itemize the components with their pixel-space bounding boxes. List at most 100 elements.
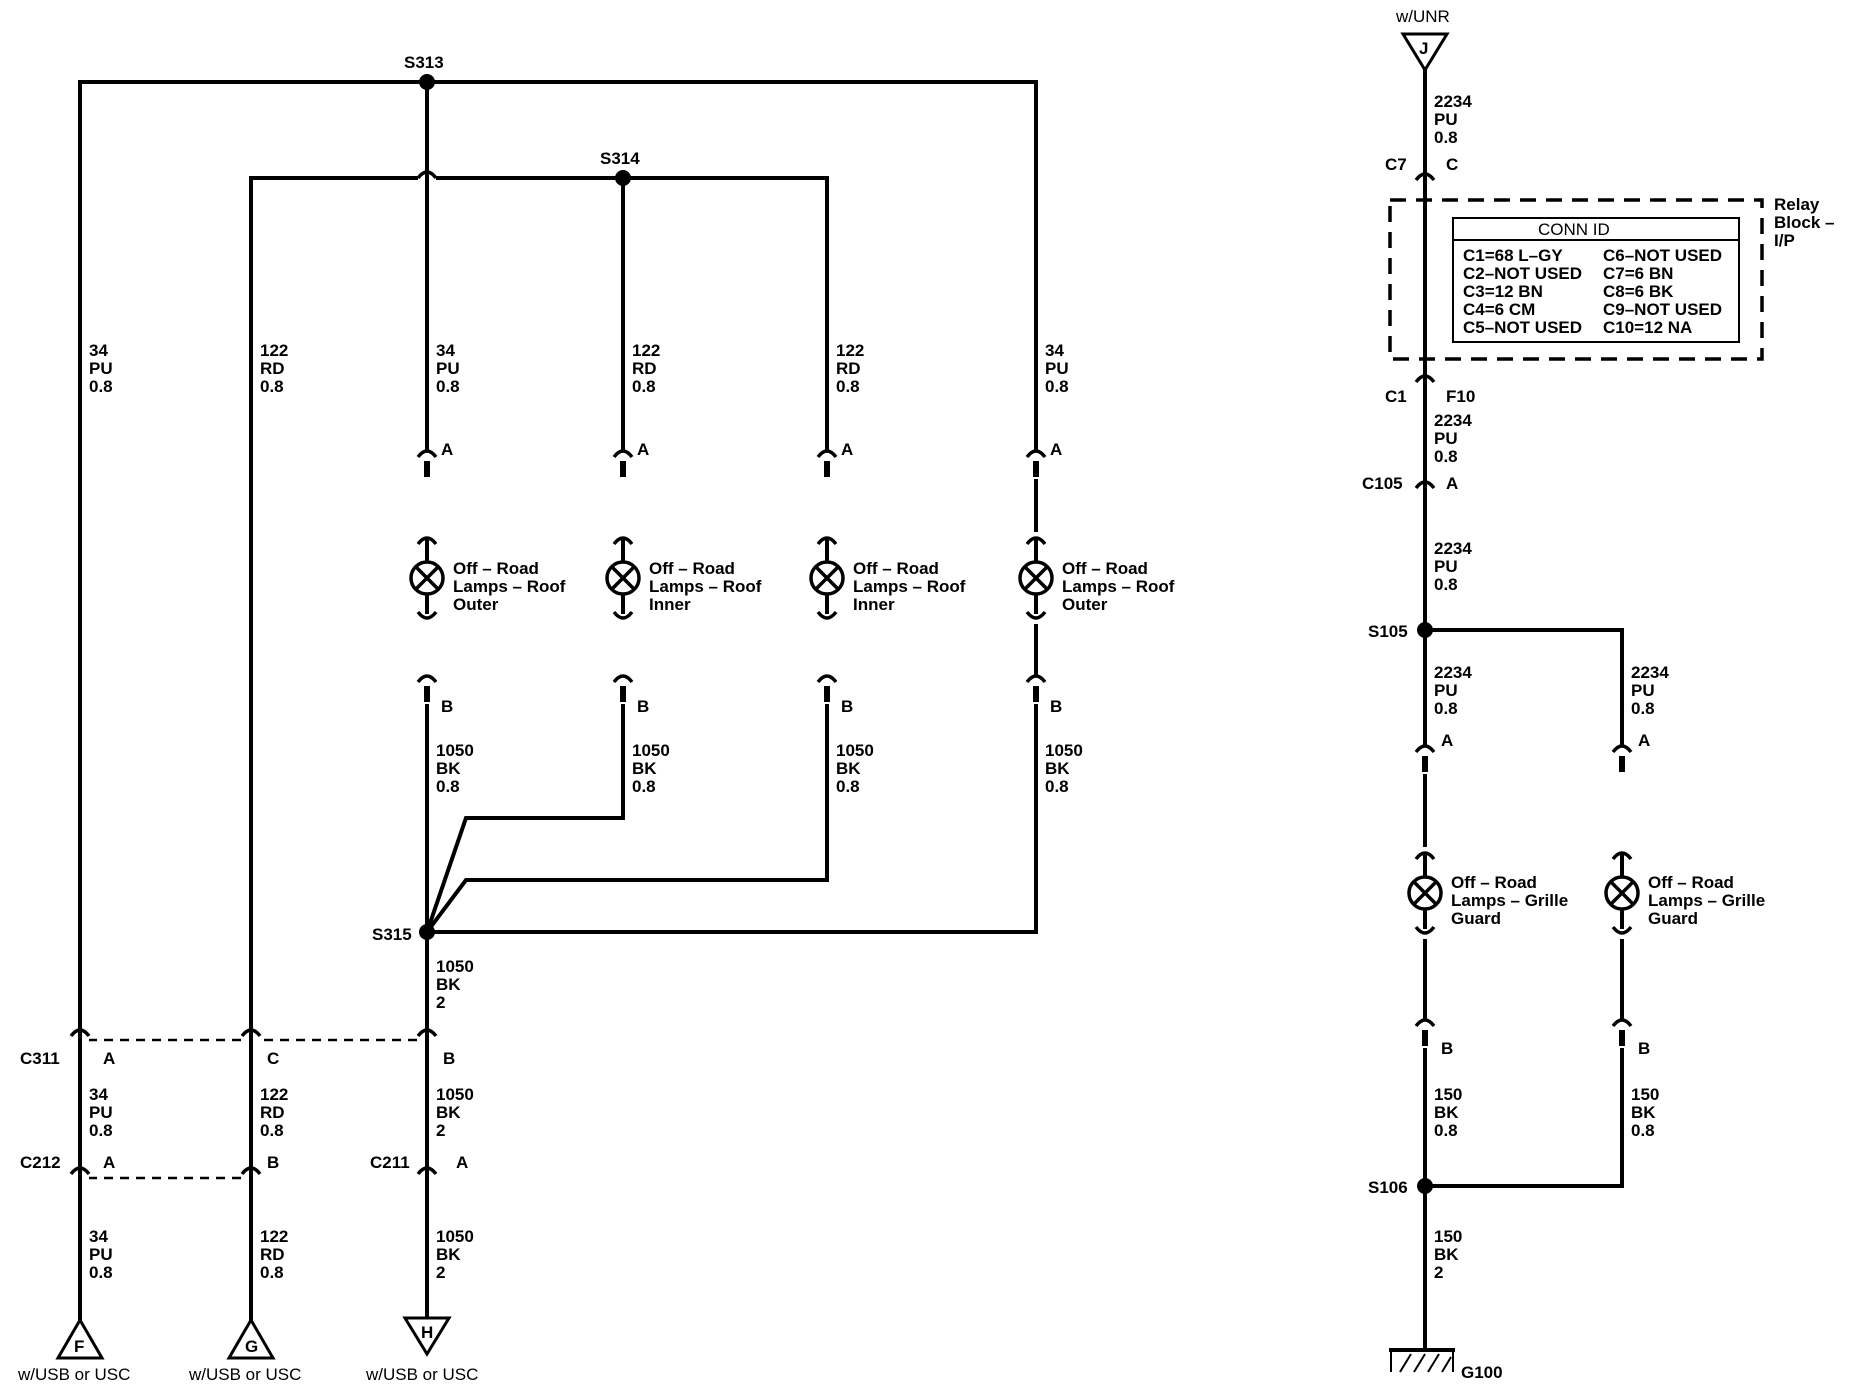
pin-a-roof-outer-right: A — [1050, 440, 1062, 459]
lamp-label-roof-inner-left-line: Off – Road — [649, 559, 735, 578]
relay-block-label-line: Relay — [1774, 195, 1820, 214]
connector-a-roof-outer-right — [1025, 449, 1047, 479]
wire-label-h-mid-line: 1050 — [436, 1085, 474, 1104]
wire-label-s315-line: 2 — [436, 993, 445, 1012]
offpage-j: J — [1400, 32, 1450, 73]
wire-ground-2 — [424, 698, 625, 935]
ground-label: G100 — [1461, 1363, 1503, 1382]
c212-pin-b-label: B — [267, 1153, 279, 1172]
c212-pin-b — [240, 1166, 262, 1186]
conn-id-right-line: C10=12 NA — [1603, 318, 1692, 337]
wire-label-gnd-grille-left-line: 150 — [1434, 1085, 1462, 1104]
connector-b-roof-outer-right — [1025, 674, 1047, 704]
c311-pin-c — [240, 1028, 262, 1048]
wire-label-gnd-roof-outer-left-line: BK — [436, 759, 461, 778]
wire-label-f-upper-line: PU — [89, 359, 113, 378]
wire-label-h-mid-line: BK — [436, 1103, 461, 1122]
wire-label-gnd-roof-outer-left-line: 0.8 — [436, 777, 460, 796]
c311-pin-b-label: B — [443, 1049, 455, 1068]
conn-id-left-line: C2–NOT USED — [1463, 264, 1582, 283]
c211-pin-a — [416, 1166, 438, 1186]
wire-label-2234-top-line: 2234 — [1434, 92, 1472, 111]
wire-label-gnd-roof-inner-left-line: 0.8 — [632, 777, 656, 796]
connector-label-c212: C212 — [20, 1153, 61, 1172]
wire-label-roof-outer-right-line: 34 — [1045, 341, 1064, 360]
lamp-label-roof-outer-left-line: Lamps – Roof — [453, 577, 566, 596]
connector-label-c211: C211 — [370, 1153, 410, 1172]
connector-b-roof-outer-left — [416, 674, 438, 704]
c7-pin-label: C — [1446, 155, 1458, 174]
conn-id-right-line: C7=6 BN — [1603, 264, 1673, 283]
wire-label-g-upper-line: 122 — [260, 341, 288, 360]
offpage-h-letter: H — [421, 1323, 433, 1342]
pin-b-grille-left: B — [1441, 1039, 1453, 1058]
wire-label-roof-inner-right-line: 122 — [836, 341, 864, 360]
wire-label-grille-left-line: 0.8 — [1434, 699, 1458, 718]
connector-b-roof-inner-right — [816, 674, 838, 704]
lamp-label-roof-outer-right-line: Off – Road — [1062, 559, 1148, 578]
wire-label-grille-right-line: PU — [1631, 681, 1655, 700]
lamp-label-roof-outer-left-line: Off – Road — [453, 559, 539, 578]
wire-label-roof-outer-left-line: 0.8 — [436, 377, 460, 396]
roof-lamp-circuit: S313 S314 S315 — [78, 53, 1038, 1327]
offpage-j-option: w/UNR — [1395, 7, 1450, 26]
splice-s106 — [1417, 1178, 1433, 1194]
wire-label-150-main-line: BK — [1434, 1245, 1459, 1264]
connector-b-grille-right — [1611, 1018, 1633, 1048]
wire-label-150-main-line: 150 — [1434, 1227, 1462, 1246]
wire-label-h-lower-line: BK — [436, 1245, 461, 1264]
pin-b-roof-inner-right: B — [841, 697, 853, 716]
wire-label-s315-line: BK — [436, 975, 461, 994]
relay-block-label-line: Block – — [1774, 213, 1834, 232]
conn-id-right-line: C8=6 BK — [1603, 282, 1674, 301]
lamp-label-roof-outer-left-line: Outer — [453, 595, 499, 614]
relay-block-label-line: I/P — [1774, 231, 1795, 250]
connector-a-roof-outer-left — [416, 449, 438, 479]
connector-a-roof-inner-left — [612, 449, 634, 479]
conn-id-table — [1452, 217, 1740, 343]
conn-id-left-line: C4=6 CM — [1463, 300, 1535, 319]
wire-label-2234-c1-line: 0.8 — [1434, 447, 1458, 466]
offpage-h-option: w/USB or USC — [365, 1365, 478, 1384]
wire-label-roof-inner-left-line: 122 — [632, 341, 660, 360]
wire-label-g-lower-line: 0.8 — [260, 1263, 284, 1282]
wire-label-2234-top-line: 0.8 — [1434, 128, 1458, 147]
wire-label-f-lower-line: 34 — [89, 1227, 108, 1246]
lamp-label-grille-left-line: Guard — [1451, 909, 1501, 928]
wire-label-f-mid-line: PU — [89, 1103, 113, 1122]
wire-label-gnd-grille-right-line: 150 — [1631, 1085, 1659, 1104]
connector-a-grille-left — [1414, 744, 1436, 774]
wire-label-s315-line: 1050 — [436, 957, 474, 976]
wire-label-g-mid-line: 0.8 — [260, 1121, 284, 1140]
wire-label-grille-right-line: 2234 — [1631, 663, 1669, 682]
wire-label-g-mid-line: RD — [260, 1103, 285, 1122]
wire-label-roof-outer-right-line: 0.8 — [1045, 377, 1069, 396]
pin-a-roof-inner-right: A — [841, 440, 853, 459]
wire-label-gnd-roof-outer-left-line: 1050 — [436, 741, 474, 760]
pin-b-roof-outer-left: B — [441, 697, 453, 716]
wire-label-f-lower-line: PU — [89, 1245, 113, 1264]
wire-label-g-lower-line: 122 — [260, 1227, 288, 1246]
splice-label-s315: S315 — [372, 925, 412, 944]
lamp-roof-outer-right — [1018, 532, 1054, 624]
lamp-label-grille-left-line: Lamps – Grille — [1451, 891, 1568, 910]
wire-label-gnd-roof-inner-right-line: BK — [836, 759, 861, 778]
wire-label-2234-c105-line: 2234 — [1434, 539, 1472, 558]
wire-label-gnd-roof-outer-right-line: 1050 — [1045, 741, 1083, 760]
wire-label-grille-left-line: PU — [1434, 681, 1458, 700]
splice-label-s106: S106 — [1368, 1178, 1408, 1197]
conn-id-right-line: C9–NOT USED — [1603, 300, 1722, 319]
wire-label-roof-inner-left-line: 0.8 — [632, 377, 656, 396]
connector-b-roof-inner-left — [612, 674, 634, 704]
c311-pin-a — [69, 1028, 91, 1048]
lamp-label-roof-outer-right-line: Outer — [1062, 595, 1108, 614]
wire-label-2234-c105-line: 0.8 — [1434, 575, 1458, 594]
c1-pin-label: F10 — [1446, 387, 1475, 406]
grille-lamp-circuit: S105 S106 — [1368, 58, 1764, 1373]
wire-label-gnd-roof-inner-left-line: 1050 — [632, 741, 670, 760]
splice-s315 — [419, 924, 435, 940]
c311-pin-c-label: C — [267, 1049, 279, 1068]
c212-pin-a — [69, 1166, 91, 1186]
lamp-grille-right — [1604, 847, 1640, 939]
wire-label-gnd-grille-left-line: BK — [1434, 1103, 1459, 1122]
